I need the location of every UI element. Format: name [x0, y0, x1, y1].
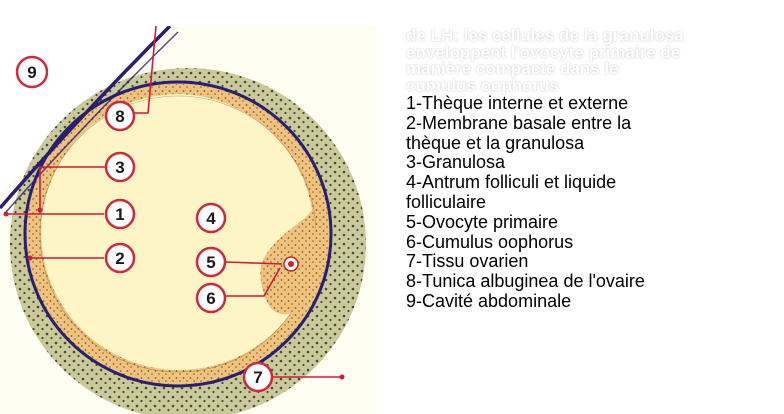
legend-item: 8-Tunica albuginea de l'ovaire [406, 271, 645, 292]
follicle-illustration: 9 8 3 1 2 4 5 6 [0, 26, 366, 414]
legend-list: 1-Thèque interne et externe 2-Membrane b… [406, 93, 776, 312]
svg-text:4: 4 [206, 209, 216, 228]
legend-item: 5-Ovocyte primaire [406, 211, 559, 232]
tunica-albuginea-line [0, 26, 172, 210]
intro-line: manière compacte dans le [406, 59, 619, 78]
legend-item: 9-Cavité abdominale [406, 290, 572, 311]
legend-item: 1-Thèque interne et externe [406, 93, 629, 113]
callout-1: 1 [104, 198, 136, 230]
basement-membrane [23, 80, 333, 388]
legend-item: folliculaire [406, 191, 487, 212]
svg-text:2: 2 [115, 249, 124, 268]
svg-text:7: 7 [253, 368, 262, 387]
svg-text:3: 3 [115, 158, 124, 177]
svg-text:9: 9 [27, 63, 36, 82]
legend-item: thèque et la granulosa [406, 132, 585, 153]
callout-7: 7 [242, 361, 274, 393]
intro-line: cumulus oophorus [406, 75, 559, 95]
svg-text:1: 1 [115, 205, 124, 224]
callout-3: 3 [104, 151, 136, 183]
legend-item: 6-Cumulus oophorus [406, 231, 574, 252]
legend-item: 4-Antrum folliculi et liquide [406, 172, 617, 193]
callout-4: 4 [195, 202, 227, 234]
callout-5: 5 [195, 246, 227, 278]
legend-item: 7-Tissu ovarien [406, 251, 529, 272]
callout-2: 2 [104, 242, 136, 274]
intro-paragraph: de LH: les cellules de la granulosa enve… [406, 26, 776, 95]
legend-item: 2-Membrane basale entre la [406, 112, 632, 133]
intro-line: de LH: les cellules de la granulosa [406, 26, 684, 45]
caption-text: de LH: les cellules de la granulosa enve… [406, 26, 776, 312]
callout-8: 8 [104, 100, 136, 132]
callout-6: 6 [195, 282, 227, 314]
oocyte-nucleus [288, 261, 294, 267]
intro-line: enveloppent l'ovocyte primaire de [406, 42, 681, 62]
legend-item: 3-Granulosa [406, 152, 506, 173]
svg-text:8: 8 [115, 107, 124, 126]
svg-text:5: 5 [206, 253, 215, 272]
svg-text:6: 6 [206, 289, 215, 308]
callout-9: 9 [15, 55, 49, 89]
follicle-diagram: 9 8 3 1 2 4 5 6 [0, 26, 376, 414]
